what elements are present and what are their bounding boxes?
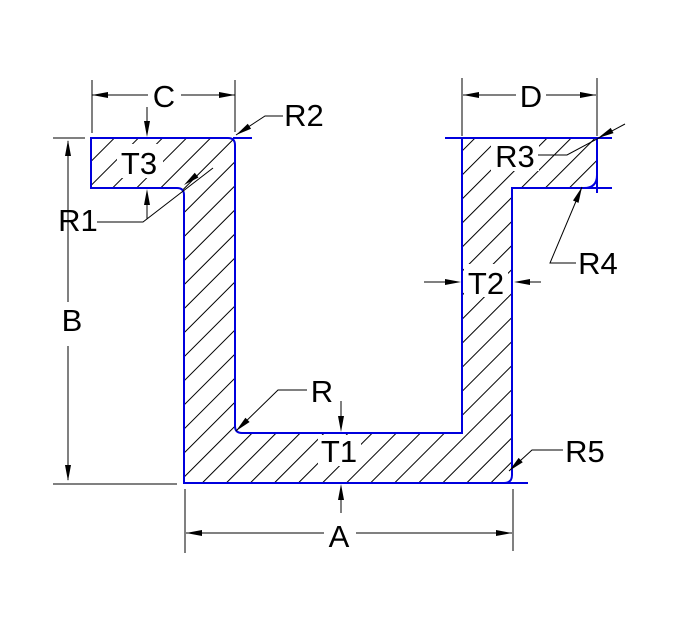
- arrowhead-down: [338, 416, 344, 432]
- arrowhead-right: [580, 92, 596, 98]
- radius-callout-r2: R2: [235, 98, 324, 136]
- arrowhead-top: [65, 140, 71, 156]
- radius-label-r3: R3: [495, 139, 535, 174]
- arrowhead-down: [144, 121, 150, 137]
- label-clearing-t1: [318, 435, 361, 466]
- arrowhead-left: [463, 92, 479, 98]
- leader-line: [235, 389, 307, 432]
- leader-line: [97, 167, 214, 223]
- profile-section-shape: [90, 137, 598, 484]
- dim-label-b: B: [62, 303, 83, 338]
- dimension-d: D: [461, 78, 598, 136]
- radius-label-r1: R1: [58, 203, 98, 238]
- arrowhead-left: [92, 92, 108, 98]
- extension-line: [461, 78, 598, 136]
- arrowhead-bottom: [65, 465, 71, 481]
- dim-label-t1: T1: [321, 434, 357, 469]
- radius-callout-r1: R1: [58, 167, 214, 238]
- leader-line: [549, 186, 583, 264]
- dimension-t3: T3: [121, 107, 157, 219]
- radius-label-r5: R5: [565, 434, 605, 469]
- leader-line: [235, 115, 283, 136]
- arrowhead-up: [338, 484, 344, 500]
- arrowhead: [572, 187, 582, 203]
- dim-label-t2: T2: [468, 266, 504, 301]
- arrowhead: [184, 172, 199, 185]
- arrowhead: [236, 417, 250, 431]
- arrowhead-right: [219, 92, 235, 98]
- radius-callout-r4: R4: [549, 186, 618, 281]
- dimension-a: A: [184, 489, 514, 554]
- arrowhead: [598, 127, 614, 138]
- label-clearing-t3: [117, 144, 163, 178]
- arrowhead-left: [186, 530, 202, 536]
- arrowhead: [236, 123, 252, 135]
- extension-line: [91, 80, 236, 133]
- dim-label-t3: T3: [121, 146, 157, 181]
- arrowhead-right: [496, 530, 512, 536]
- arrowhead-right: [445, 279, 461, 285]
- radius-callout-r: R: [235, 374, 333, 432]
- extension-line: [184, 489, 514, 553]
- radius-callout-r5: R5: [508, 434, 605, 472]
- dimension-c: C: [91, 79, 236, 133]
- dimension-t1: T1: [321, 401, 357, 513]
- radius-callout-r3: R3: [495, 123, 626, 174]
- arrowhead-left: [514, 279, 530, 285]
- radius-label-r4: R4: [578, 246, 618, 281]
- label-clearing-t2: [464, 264, 508, 297]
- radius-label-r2: R2: [284, 98, 324, 133]
- arrowhead: [509, 457, 523, 471]
- dim-label-c: C: [153, 79, 175, 114]
- arrowhead-up: [144, 189, 150, 205]
- radius-label-r: R: [311, 374, 333, 409]
- profile-outline-group: [90, 137, 612, 484]
- extension-line: [53, 137, 177, 485]
- dimension-b: B: [53, 137, 177, 485]
- dim-label-a: A: [329, 519, 350, 554]
- label-clearing-r3: [491, 139, 539, 171]
- dimension-t2: T2: [424, 266, 541, 301]
- dim-label-d: D: [520, 79, 542, 114]
